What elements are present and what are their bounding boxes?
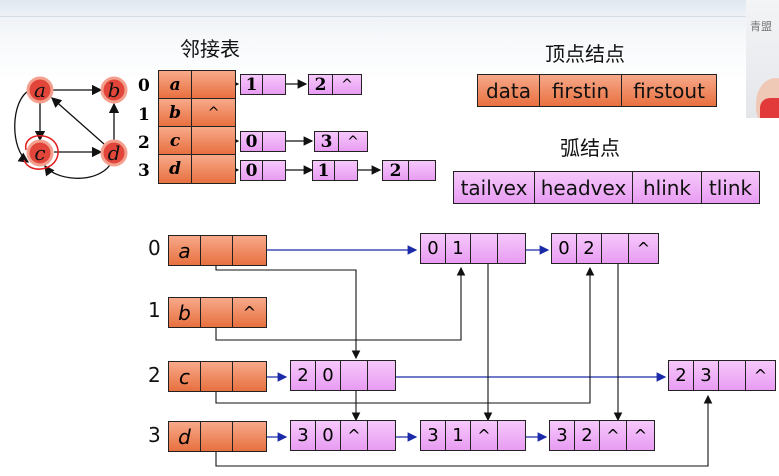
edge-d-c xyxy=(45,165,110,178)
ortho-b-null: ^ xyxy=(233,298,266,327)
adj-node: 0 xyxy=(240,131,286,152)
ortho-index-0: 0 xyxy=(148,236,161,260)
adj-index-3: 3 xyxy=(138,161,150,181)
ortho-vertex-c: c xyxy=(168,361,267,392)
adj-node: 1 xyxy=(240,74,286,95)
adj-node: 3^ xyxy=(314,131,368,152)
ortho-index-2: 2 xyxy=(148,363,161,387)
adj-node: 2 xyxy=(382,160,436,181)
graph-label-d: d xyxy=(108,141,121,165)
ortho-index-1: 1 xyxy=(148,298,161,322)
edge-d-a xyxy=(52,98,104,144)
ortho-vertex-a: a xyxy=(168,235,267,266)
graph-label-c: c xyxy=(34,141,45,165)
adj-node: 0 xyxy=(240,160,286,181)
adj-b-null: ^ xyxy=(192,99,235,126)
ortho-index-3: 3 xyxy=(148,423,161,447)
adj-vertex-a: a xyxy=(159,71,192,98)
adj-vertex-table: a b ^ c d xyxy=(158,70,236,184)
adj-vertex-b: b xyxy=(159,99,192,126)
adj-node: 1 xyxy=(312,160,358,181)
adj-index-2: 2 xyxy=(138,133,150,153)
graph-label-b: b xyxy=(108,78,121,102)
adj-index-0: 0 xyxy=(138,76,150,96)
ortho-vertex-d: d xyxy=(168,421,267,452)
adj-node: 2^ xyxy=(308,74,362,95)
adj-index-1: 1 xyxy=(138,105,150,125)
adj-vertex-c: c xyxy=(159,127,192,154)
adj-vertex-d: d xyxy=(159,155,192,183)
ortho-vertex-b: b^ xyxy=(168,297,267,328)
graph-label-a: a xyxy=(34,78,46,102)
